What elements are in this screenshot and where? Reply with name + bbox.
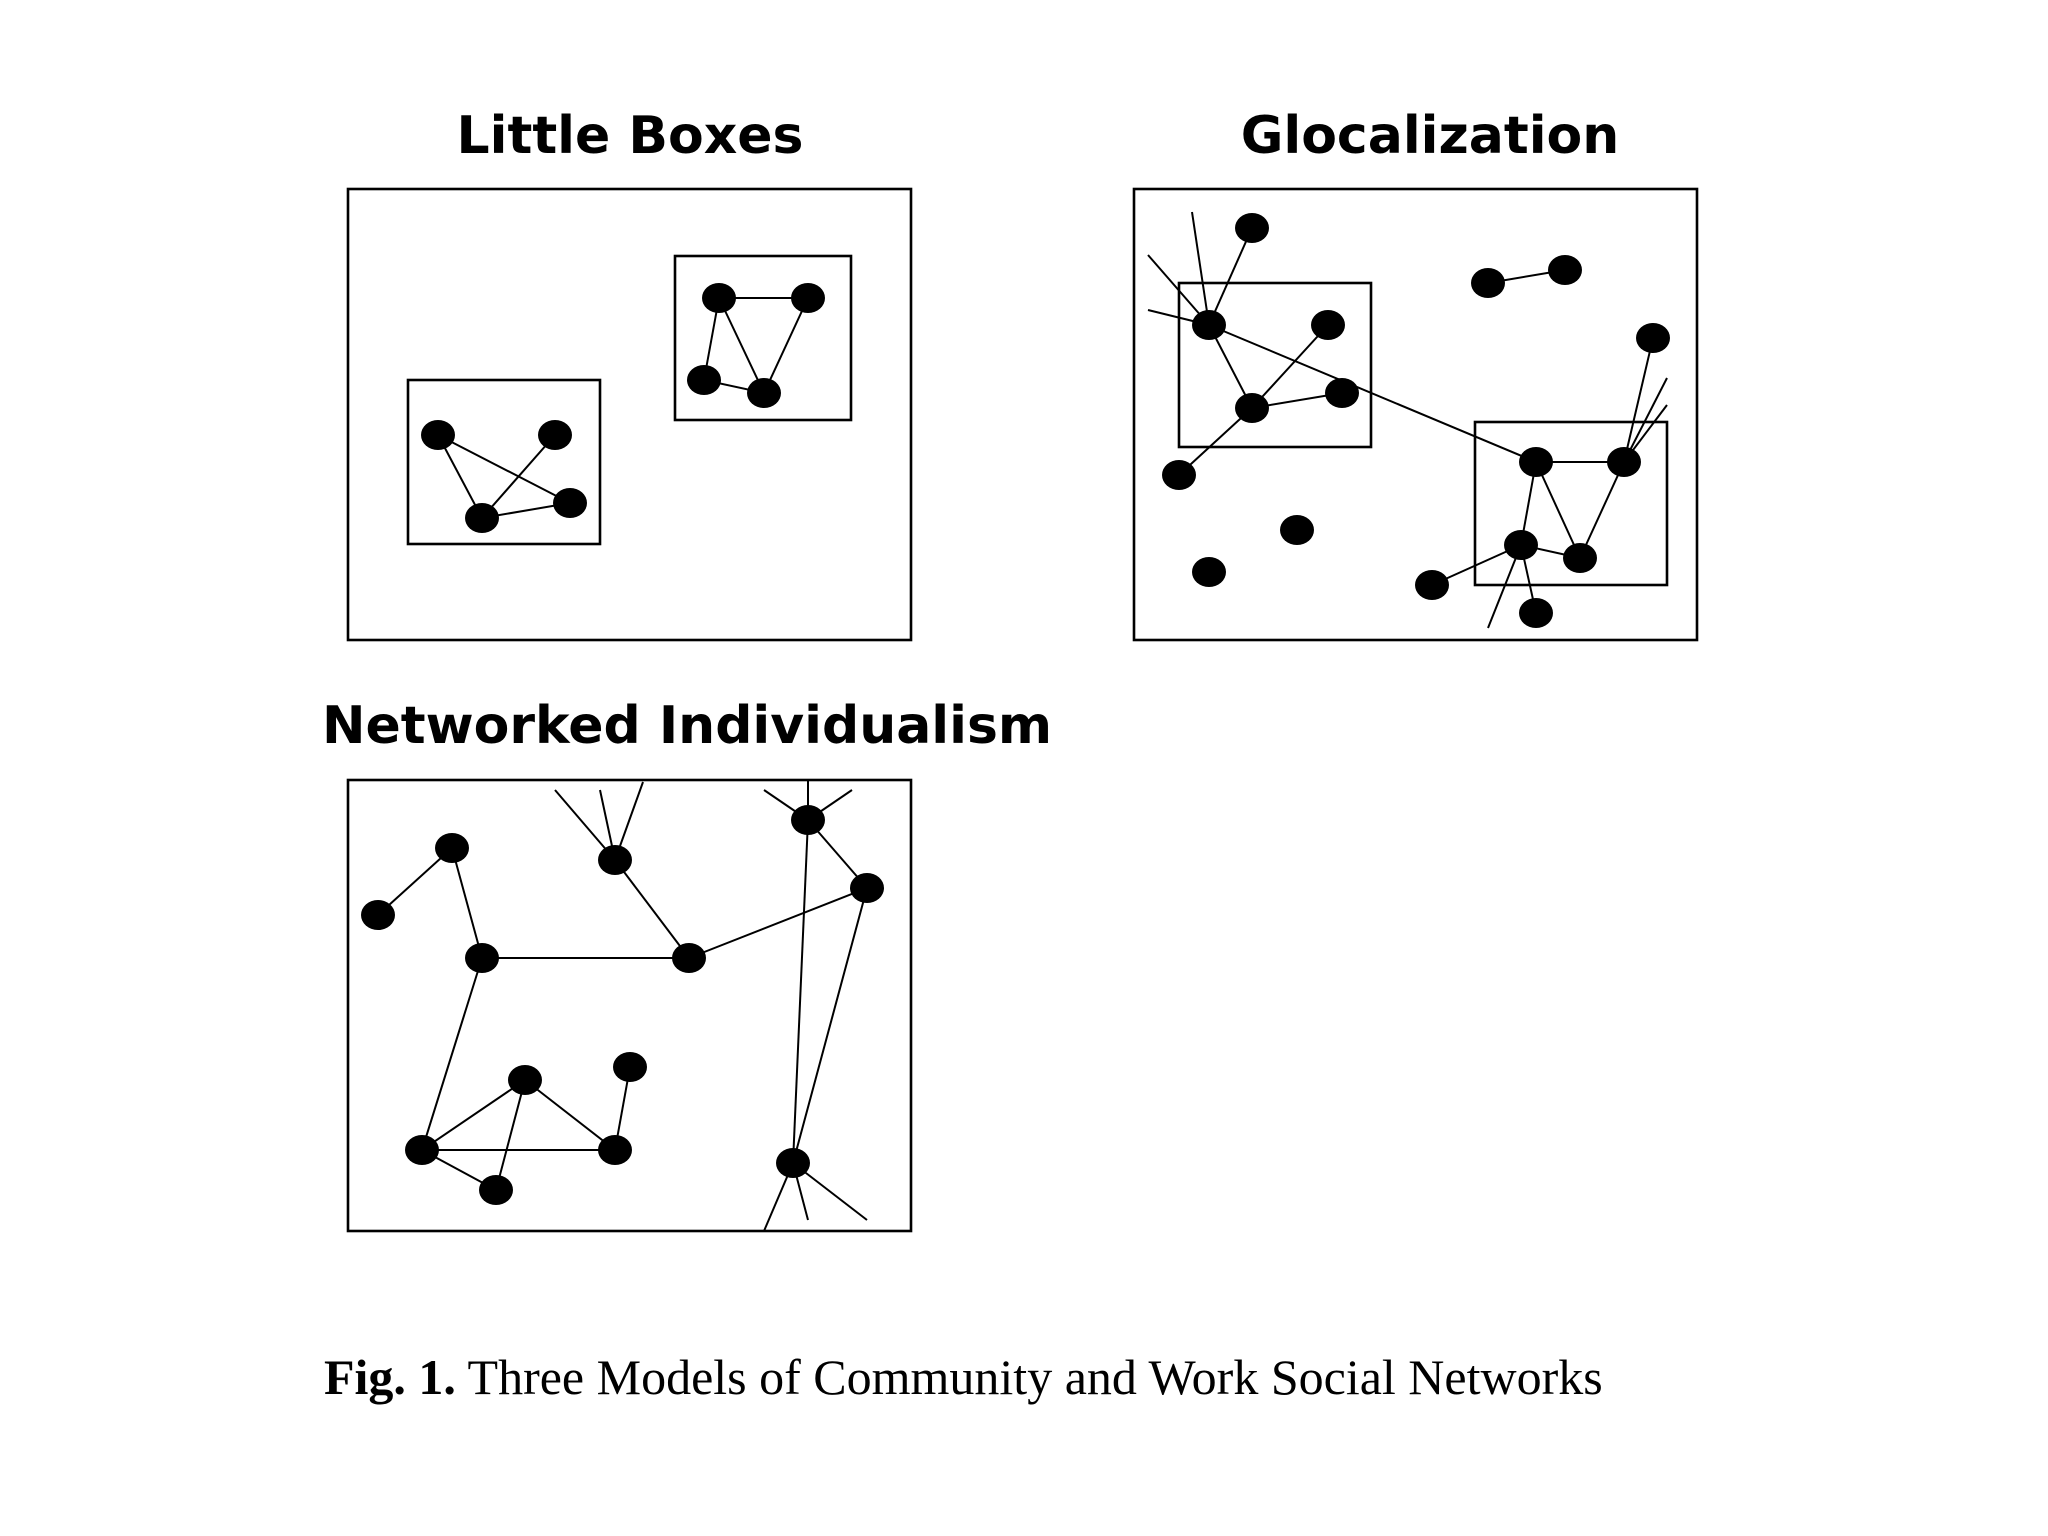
group-box bbox=[406, 378, 602, 546]
network-node bbox=[1607, 447, 1641, 477]
network-edge bbox=[421, 1079, 526, 1151]
network-node bbox=[598, 845, 632, 875]
group-box bbox=[1177, 281, 1373, 449]
network-edge bbox=[421, 957, 483, 1151]
network-node bbox=[1415, 570, 1449, 600]
network-node bbox=[1235, 393, 1269, 423]
network-edge bbox=[1208, 324, 1253, 409]
panel-little-boxes bbox=[346, 187, 913, 642]
network-node bbox=[1519, 598, 1553, 628]
network-node bbox=[361, 900, 395, 930]
panel-title-glocalization: Glocalization bbox=[1241, 106, 1620, 166]
network-edge bbox=[437, 434, 483, 519]
network-node bbox=[747, 378, 781, 408]
figure-caption-text: Three Models of Community and Work Socia… bbox=[467, 1349, 1603, 1405]
network-edge bbox=[792, 819, 809, 1164]
network-node bbox=[1192, 310, 1226, 340]
network-node bbox=[1504, 530, 1538, 560]
network-node bbox=[1280, 515, 1314, 545]
network-edge bbox=[451, 847, 483, 959]
network-node bbox=[421, 420, 455, 450]
network-node bbox=[687, 365, 721, 395]
network-node bbox=[1519, 447, 1553, 477]
network-node bbox=[1162, 460, 1196, 490]
network-node bbox=[1311, 310, 1345, 340]
network-edge bbox=[718, 297, 765, 394]
network-node bbox=[553, 488, 587, 518]
network-node bbox=[479, 1175, 513, 1205]
network-nodes bbox=[361, 805, 884, 1205]
network-node bbox=[776, 1148, 810, 1178]
network-node bbox=[702, 283, 736, 313]
panel-glocalization bbox=[1132, 187, 1699, 642]
network-node bbox=[1548, 255, 1582, 285]
network-node bbox=[1471, 268, 1505, 298]
network-node bbox=[538, 420, 572, 450]
network-edge bbox=[1208, 324, 1537, 463]
network-edge bbox=[437, 434, 571, 504]
network-edge bbox=[377, 847, 453, 916]
panel-frame bbox=[346, 778, 913, 1233]
network-nodes bbox=[1162, 213, 1670, 628]
panel-title-networked-individualism: Networked Individualism bbox=[322, 696, 1052, 756]
panel-frame bbox=[1132, 187, 1699, 642]
network-node bbox=[508, 1065, 542, 1095]
network-node bbox=[598, 1135, 632, 1165]
network-edge bbox=[1623, 337, 1654, 463]
network-node bbox=[465, 943, 499, 973]
network-edge bbox=[1535, 461, 1581, 559]
network-node bbox=[672, 943, 706, 973]
panel-title-little-boxes: Little Boxes bbox=[457, 106, 804, 166]
network-node bbox=[1235, 213, 1269, 243]
network-edge bbox=[1579, 461, 1625, 559]
network-node bbox=[1636, 323, 1670, 353]
network-node bbox=[1563, 543, 1597, 573]
network-edge bbox=[763, 297, 809, 394]
network-edge bbox=[1191, 211, 1210, 326]
group-box bbox=[673, 254, 853, 422]
network-edge bbox=[524, 1079, 616, 1151]
network-edge bbox=[495, 1079, 526, 1191]
network-edge bbox=[614, 859, 690, 959]
network-node bbox=[405, 1135, 439, 1165]
network-node bbox=[613, 1052, 647, 1082]
network-node bbox=[850, 873, 884, 903]
network-node bbox=[1325, 378, 1359, 408]
network-edge bbox=[481, 434, 556, 519]
network-edge bbox=[792, 887, 868, 1164]
network-edge bbox=[1623, 377, 1668, 463]
network-node bbox=[791, 805, 825, 835]
network-node bbox=[465, 503, 499, 533]
group-box bbox=[1473, 420, 1669, 587]
figure-caption-label: Fig. 1. bbox=[324, 1349, 456, 1405]
network-node bbox=[791, 283, 825, 313]
network-edge bbox=[1251, 324, 1329, 409]
network-edge bbox=[1208, 227, 1253, 326]
network-node bbox=[435, 833, 469, 863]
network-node bbox=[1192, 557, 1226, 587]
panel-frame bbox=[346, 187, 913, 642]
panel-networked-individualism bbox=[346, 778, 913, 1233]
network-edge bbox=[1178, 407, 1253, 476]
network-edges bbox=[437, 297, 809, 519]
network-nodes bbox=[421, 283, 825, 533]
figure-caption: Fig. 1. Three Models of Community and Wo… bbox=[324, 1348, 1603, 1406]
network-edge bbox=[688, 887, 868, 959]
